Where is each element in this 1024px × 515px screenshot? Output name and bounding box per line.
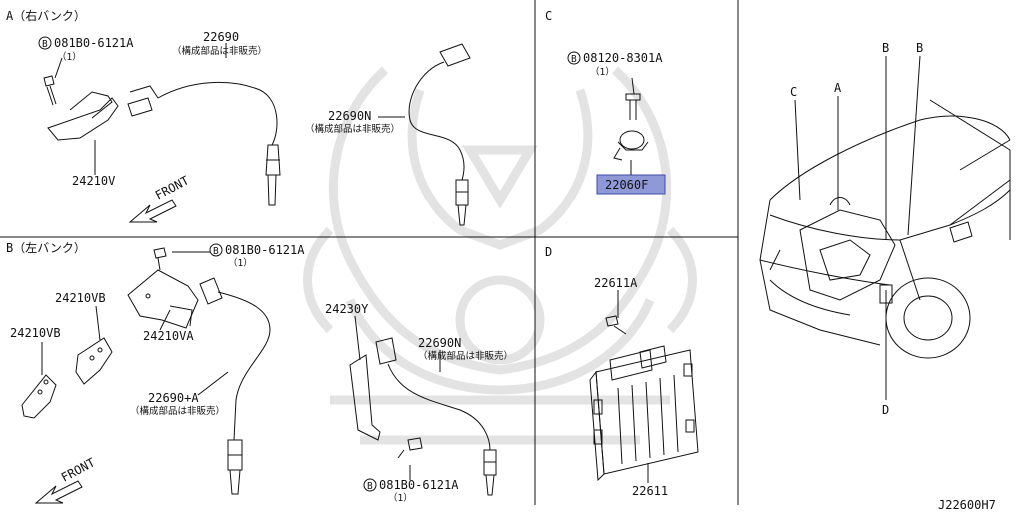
svg-text:B: B — [571, 54, 577, 65]
diagram-id: J22600H7 — [938, 498, 996, 511]
front-label-b: FRONT — [59, 455, 97, 484]
bolt-symbol-icon: B — [209, 243, 223, 257]
front-arrow-icon — [128, 199, 177, 223]
part-note-b-sensor: （構成部品は非販売） — [130, 405, 225, 417]
vehicle-callout-d: D — [882, 403, 889, 417]
section-a-drawing — [43, 43, 471, 226]
front-arrow-icon — [34, 480, 83, 504]
part-ref-d-screw[interactable]: 22611A — [594, 276, 638, 290]
section-c-callouts: B 08120-8301A （1） 22060F — [567, 51, 666, 195]
section-b-heading: B（左バンク） — [6, 240, 86, 255]
part-qty-b-bolt: （1） — [228, 257, 253, 269]
vehicle-callouts: C A B B D — [790, 41, 923, 417]
part-ref-d-ecm[interactable]: 22611 — [632, 484, 668, 498]
svg-text:B: B — [213, 246, 219, 257]
part-qty-c-bolt: （1） — [590, 66, 615, 78]
part-ref-c-bolt[interactable]: 08120-8301A — [583, 51, 663, 65]
vehicle-callout-a: A — [834, 81, 842, 95]
part-ref-b-bracket-vb-1[interactable]: 24210VB — [55, 291, 106, 305]
bolt-symbol-icon: B — [567, 51, 581, 65]
bolt-symbol-icon: B — [38, 36, 52, 50]
section-b-callouts: B 081B0-6121A （1） 24210VB 24210VB 24210V… — [10, 243, 513, 504]
section-c-heading: C — [545, 9, 552, 23]
part-note-a-sensor: （構成部品は非販売） — [172, 45, 267, 57]
part-ref-a-sensor[interactable]: 22690 — [203, 30, 239, 44]
knock-sensor-part-ref[interactable]: 22060F — [596, 174, 666, 195]
section-c-drawing — [613, 77, 649, 175]
part-qty-b-bolt-2: （1） — [388, 492, 413, 504]
vehicle-callout-b2: B — [916, 41, 923, 55]
vehicle-callout-c: C — [790, 85, 797, 99]
part-ref-b-bracket-vb-2[interactable]: 24210VB — [10, 326, 61, 340]
section-d-drawing — [589, 290, 699, 483]
svg-text:B: B — [367, 481, 373, 492]
part-ref-b-clip[interactable]: 24230Y — [325, 302, 369, 316]
part-ref-b-bolt[interactable]: 081B0-6121A — [225, 243, 305, 257]
section-d-callouts: 22611A 22611 — [594, 276, 668, 498]
part-ref-b-sensor-n[interactable]: 22690N — [418, 336, 461, 350]
part-qty-a-bolt: （1） — [57, 51, 82, 63]
watermark-emblem — [303, 66, 697, 445]
part-ref-b-bracket-va[interactable]: 24210VA — [143, 329, 194, 343]
svg-text:B: B — [42, 39, 48, 50]
vehicle-drawing — [759, 55, 1011, 400]
section-b-drawing — [21, 247, 497, 496]
part-ref-b-bolt-2[interactable]: 081B0-6121A — [379, 478, 459, 492]
section-a-callouts: B 081B0-6121A （1） 22690 （構成部品は非販売） 22690… — [38, 30, 400, 223]
part-ref-b-sensor[interactable]: 22690+A — [148, 391, 199, 405]
part-ref-a-bracket[interactable]: 24210V — [72, 174, 115, 188]
part-note-a-sensor-n: （構成部品は非販売） — [305, 123, 400, 135]
bolt-symbol-icon: B — [363, 478, 377, 492]
section-d-heading: D — [545, 245, 552, 259]
front-label-a: FRONT — [153, 173, 191, 202]
section-a-heading: A（右バンク） — [6, 8, 86, 23]
part-ref-a-sensor-n[interactable]: 22690N — [328, 109, 371, 123]
part-ref-c-knock-sensor: 22060F — [605, 178, 648, 192]
part-note-b-sensor-n: （構成部品は非販売） — [418, 350, 513, 362]
panel-dividers — [0, 0, 739, 505]
part-ref-a-bolt[interactable]: 081B0-6121A — [54, 36, 134, 50]
vehicle-callout-b1: B — [882, 41, 889, 55]
